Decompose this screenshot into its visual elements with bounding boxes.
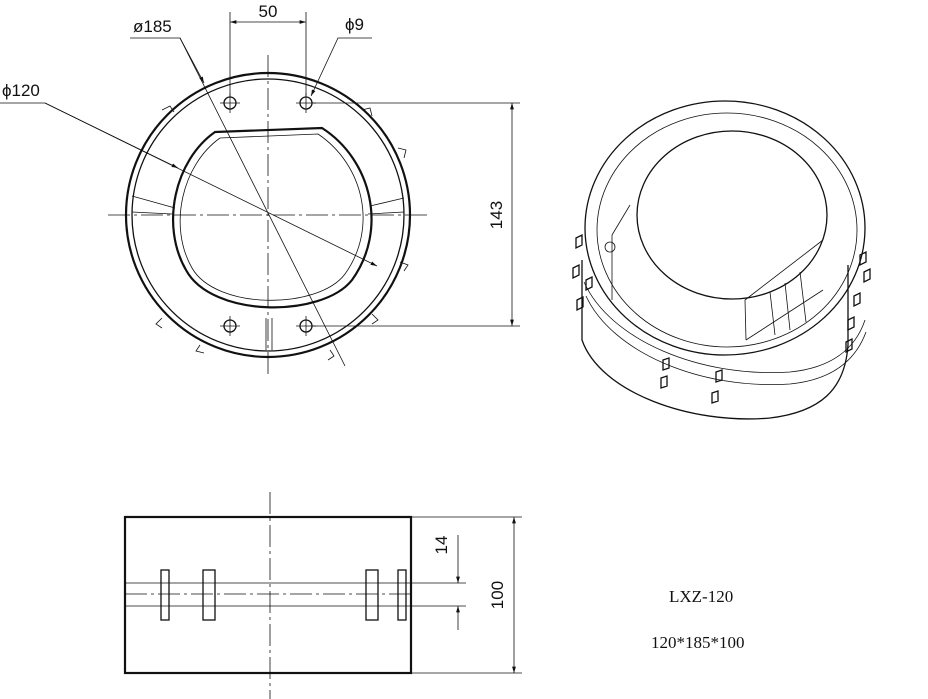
total-height-dimension: 100	[411, 516, 522, 674]
hole-spacing-dimension: 50	[229, 2, 307, 96]
hole-diameter-label: ϕ9	[345, 15, 364, 34]
outer-diameter-dimension: ø185	[130, 17, 346, 367]
groove-width-label: 14	[432, 536, 451, 555]
isometric-view	[572, 100, 871, 420]
mount-height-dimension: 143	[312, 102, 520, 327]
total-height-label: 100	[488, 581, 507, 609]
top-view: 50 ϕ9 ø185 ϕ120 143	[0, 2, 520, 375]
mount-height-label: 143	[487, 201, 506, 229]
outer-diameter-label: ø185	[133, 17, 172, 36]
front-view: 14 100	[123, 492, 522, 699]
model-code: LXZ-120	[669, 587, 733, 606]
model-size: 120*185*100	[651, 633, 745, 652]
inner-diameter-dimension: ϕ120	[0, 81, 378, 267]
groove-width-dimension: 14	[411, 535, 466, 630]
inner-diameter-label: ϕ120	[2, 81, 40, 100]
hole-diameter-dimension: ϕ9	[310, 15, 372, 97]
mounting-hole	[220, 316, 240, 336]
mounting-hole	[220, 93, 240, 113]
hole-spacing-label: 50	[259, 2, 278, 21]
